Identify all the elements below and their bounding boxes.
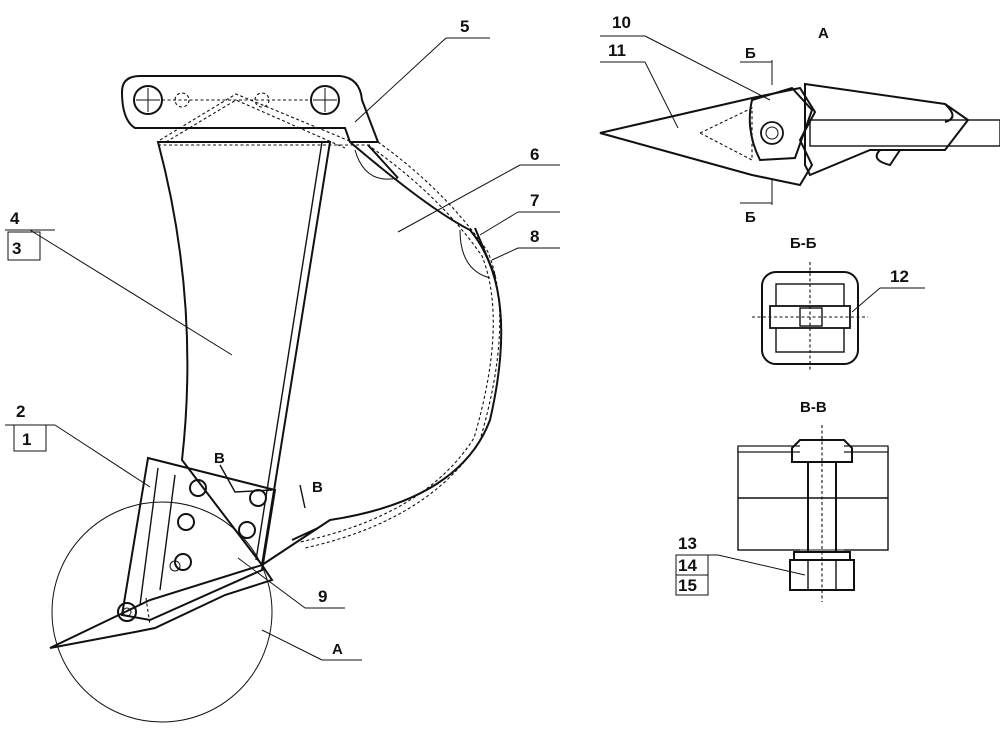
tooth-tip <box>49 563 274 649</box>
section-vv-title: В-В <box>800 399 827 416</box>
tip-holder <box>120 456 277 622</box>
shank-side-contour <box>261 141 503 566</box>
callout-a: А <box>332 641 343 658</box>
label-4: 4 <box>10 209 20 228</box>
cut-v-left: В <box>214 450 225 467</box>
label-11: 11 <box>608 41 626 60</box>
detail-circle-a <box>51 501 273 723</box>
holder-bolts <box>169 479 267 572</box>
section-vv <box>690 425 889 602</box>
main-view <box>5 37 560 723</box>
cut-b-top: Б <box>745 45 756 62</box>
view-a-title: А <box>818 25 829 42</box>
label-10: 10 <box>612 13 631 32</box>
label-5: 5 <box>460 17 469 36</box>
label-3: 3 <box>12 239 21 258</box>
label-14: 14 <box>678 556 697 575</box>
cut-v-right: В <box>312 479 323 496</box>
label-15: 15 <box>678 576 697 595</box>
view-a-detail <box>599 35 1000 205</box>
label-1: 1 <box>22 430 31 449</box>
label-7: 7 <box>530 191 539 210</box>
cut-b-bottom: Б <box>745 209 756 226</box>
mounting-bracket <box>120 75 380 143</box>
section-bb-title: Б-Б <box>790 235 817 252</box>
label-2: 2 <box>16 402 25 421</box>
pin-hole-left <box>133 85 163 115</box>
label-13: 13 <box>678 534 697 553</box>
label-6: 6 <box>530 145 539 164</box>
label-9: 9 <box>318 587 327 606</box>
pin-hole-right <box>310 85 340 115</box>
section-bb <box>752 262 925 372</box>
label-8: 8 <box>530 227 539 246</box>
label-12: 12 <box>890 267 909 286</box>
